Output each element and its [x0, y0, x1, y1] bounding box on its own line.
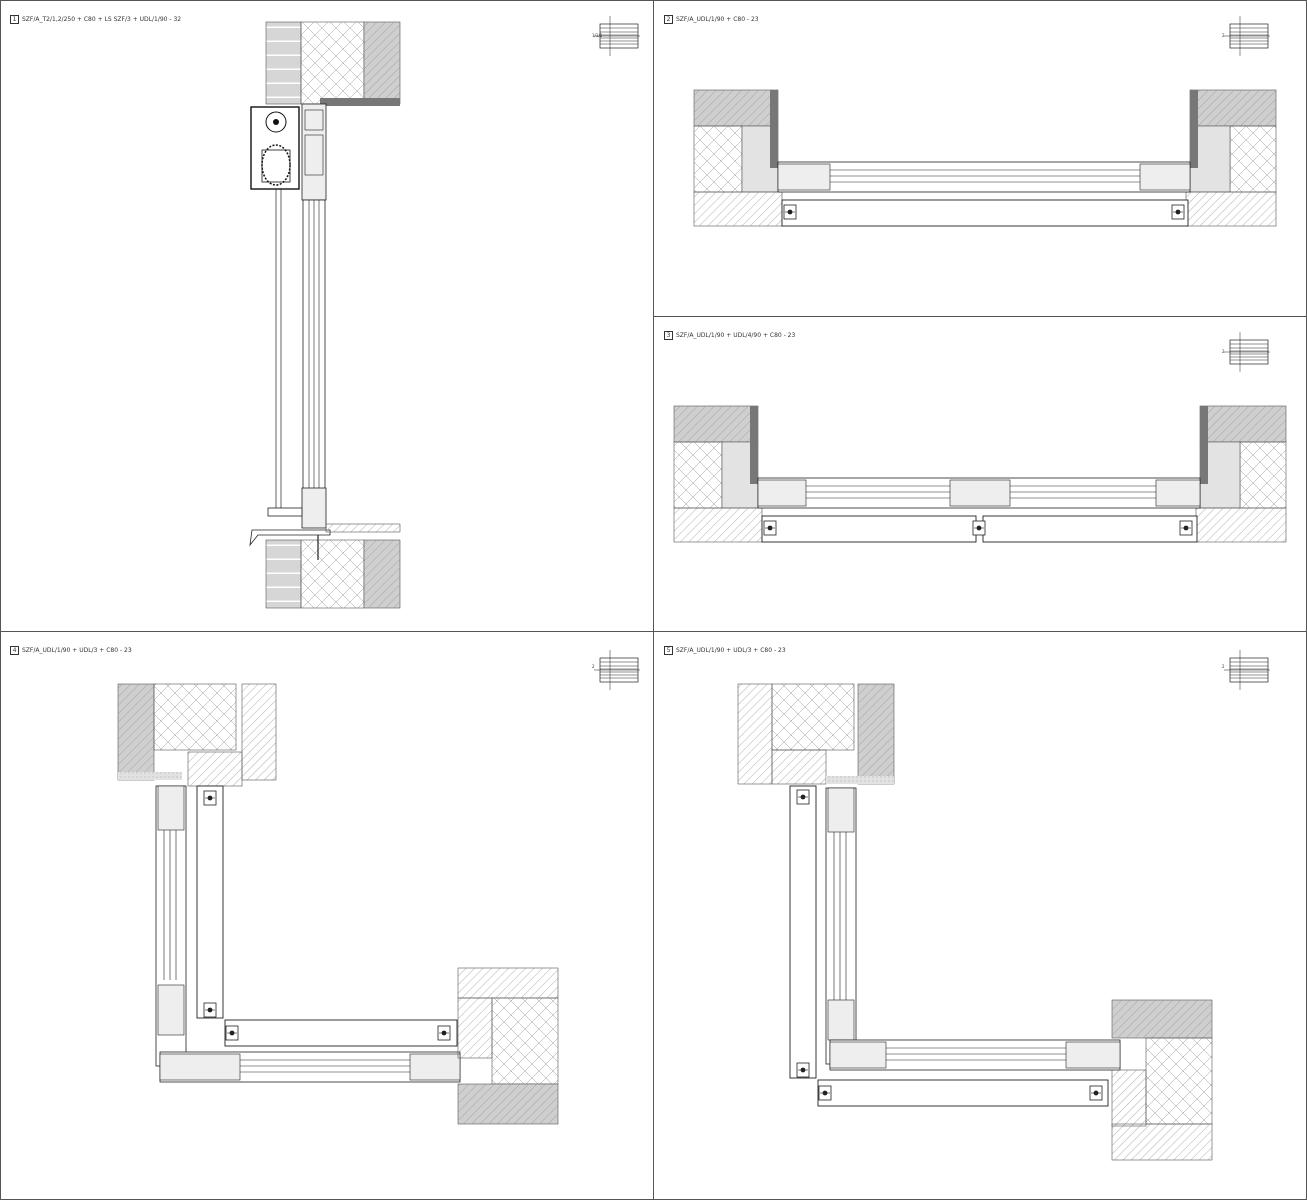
- section-drawing-1: [249, 15, 641, 609]
- plan-drawing-4: [117, 649, 641, 1125]
- panel-number-1: 1: [10, 15, 19, 24]
- panel-number-4: 4: [10, 646, 19, 655]
- key-label-3: 2: [1222, 349, 1225, 354]
- panel-title-3: 3 SZF/A_UDL/1/90 + UDL/4/90 + C80 - 23: [664, 331, 795, 340]
- key-label-2: 2: [1222, 33, 1225, 38]
- key-label-1: 1/1/1: [592, 33, 603, 38]
- plan-drawing-3: [673, 331, 1287, 543]
- panel-label-5: SZF/A_UDL/1/90 + UDL/3 + C80 - 23: [676, 647, 786, 654]
- panel-label-3: SZF/A_UDL/1/90 + UDL/4/90 + C80 - 23: [676, 332, 796, 339]
- key-label-4: 2: [592, 664, 595, 669]
- panel-label-1: SZF/A_T2/1,2/250 + C80 + LS SZF/3 + UDL/…: [22, 16, 182, 23]
- panel-number-5: 5: [664, 646, 673, 655]
- panel-number-3: 3: [664, 331, 673, 340]
- panel-title-4: 4 SZF/A_UDL/1/90 + UDL/3 + C80 - 23: [10, 646, 132, 655]
- key-label-5: 2: [1222, 664, 1225, 669]
- plan-drawing-2: [693, 15, 1277, 227]
- panel-title-2: 2 SZF/A_UDL/1/90 + C80 - 23: [664, 15, 759, 24]
- panel-label-4: SZF/A_UDL/1/90 + UDL/3 + C80 - 23: [22, 647, 132, 654]
- panel-number-2: 2: [664, 15, 673, 24]
- plan-drawing-5: [737, 649, 1271, 1161]
- panel-label-2: SZF/A_UDL/1/90 + C80 - 23: [676, 16, 759, 23]
- panel-title-1: 1 SZF/A_T2/1,2/250 + C80 + LS SZF/3 + UD…: [10, 15, 181, 24]
- panel-title-5: 5 SZF/A_UDL/1/90 + UDL/3 + C80 - 23: [664, 646, 786, 655]
